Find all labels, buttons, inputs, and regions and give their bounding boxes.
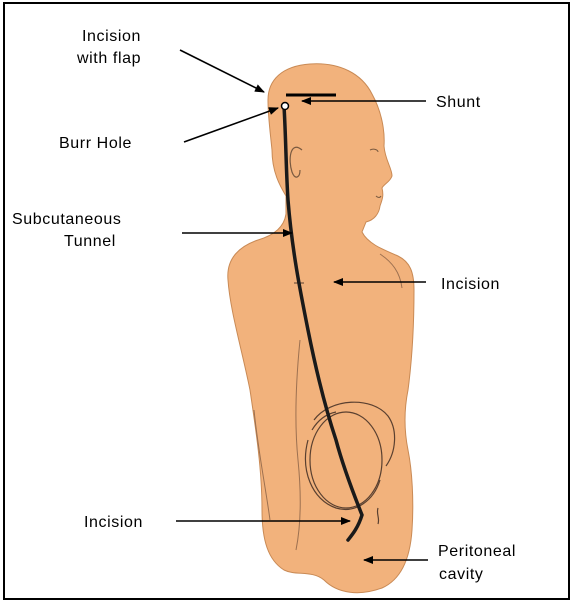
arrow-burr-hole — [184, 108, 278, 142]
label-incision-chest: Incision — [441, 276, 500, 293]
label-subcutaneous-2: Tunnel — [64, 233, 116, 250]
label-peritoneal-1: Peritoneal — [438, 543, 516, 560]
arrow-incision-with-flap — [180, 50, 264, 92]
label-incision-abdomen: Incision — [84, 514, 143, 531]
label-shunt: Shunt — [436, 94, 481, 111]
label-incision-with-flap-2: with flap — [76, 50, 141, 67]
label-incision-with-flap-1: Incision — [82, 28, 141, 45]
burr-hole — [282, 103, 289, 110]
label-peritoneal-2: cavity — [439, 566, 484, 583]
label-burr-hole: Burr Hole — [59, 135, 132, 152]
label-subcutaneous-1: Subcutaneous — [12, 211, 122, 228]
body-silhouette — [228, 64, 414, 593]
